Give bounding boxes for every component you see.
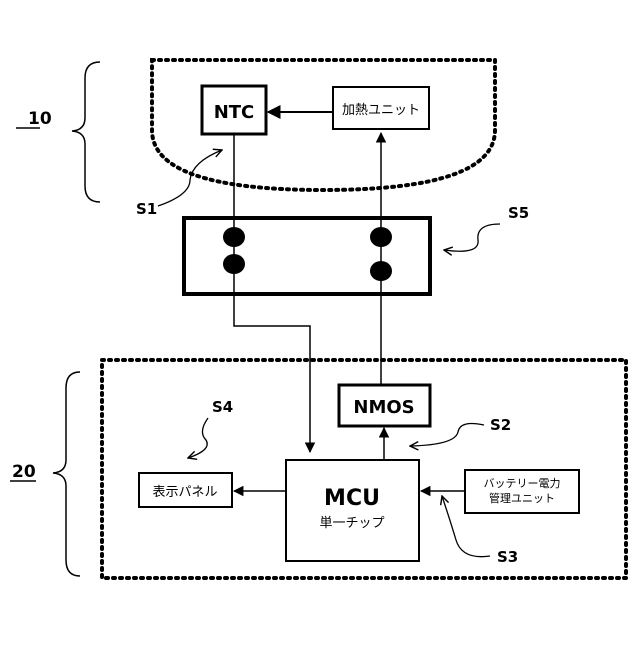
group-10-label: 10 bbox=[28, 109, 52, 129]
battery-unit-label-line2: 管理ユニット bbox=[489, 491, 555, 505]
s1-label: S1 bbox=[136, 200, 157, 218]
group-20-label: 20 bbox=[12, 462, 36, 482]
ntc-label: NTC bbox=[214, 102, 255, 123]
s4-label: S4 bbox=[212, 398, 233, 416]
mcu-title: MCU bbox=[324, 486, 380, 511]
s5-pointer bbox=[444, 224, 500, 251]
mcu-subtitle: 単一チップ bbox=[319, 515, 384, 531]
group-10-brace bbox=[72, 62, 100, 202]
s5-label: S5 bbox=[508, 204, 529, 222]
group-20-brace bbox=[53, 372, 80, 576]
s2-label: S2 bbox=[490, 416, 511, 434]
battery-unit-label-line1: バッテリー電力 bbox=[484, 477, 561, 490]
s3-label: S3 bbox=[497, 548, 518, 566]
display-panel-label: 表示パネル bbox=[152, 485, 217, 500]
nmos-label: NMOS bbox=[353, 397, 414, 418]
connector-block bbox=[184, 218, 430, 294]
heater-label: 加熱ユニット bbox=[342, 103, 420, 118]
s4-pointer bbox=[188, 418, 208, 458]
